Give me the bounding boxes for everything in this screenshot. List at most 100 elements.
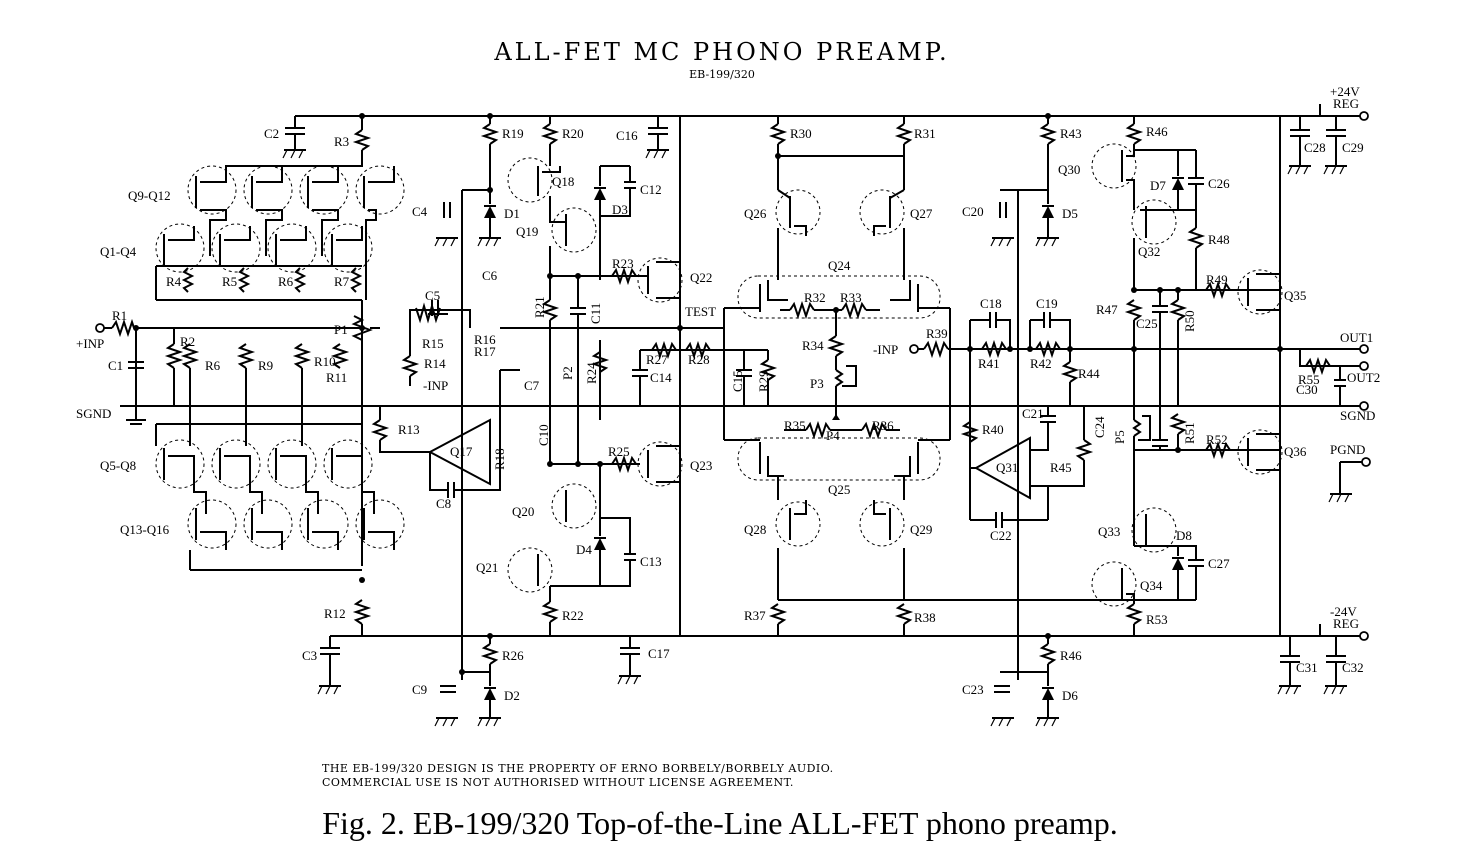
terminal-pos-supply: +24V	[1330, 84, 1360, 99]
label-c21: C21	[1022, 406, 1044, 421]
label-q5-q8: Q5-Q8	[100, 458, 136, 473]
second-stage	[724, 116, 1196, 636]
label-r37: R37	[744, 608, 766, 623]
input-jfet-array-top	[155, 150, 405, 301]
label-c31: C31	[1296, 660, 1318, 675]
label-r35: R35	[784, 418, 806, 433]
terminal-reg-pos: REG	[1333, 96, 1359, 111]
label-q20: Q20	[512, 504, 534, 519]
label-c32: C32	[1342, 660, 1364, 675]
label-r52: R51	[1182, 422, 1197, 444]
label-r42: R42	[1030, 356, 1052, 371]
label-c1: C1	[108, 358, 123, 373]
label-r47: R46	[1146, 124, 1168, 139]
label-r25: R25	[608, 444, 630, 459]
label-c28: C28	[1304, 140, 1326, 155]
label-c11: C11	[588, 303, 603, 324]
label-c8: C8	[436, 496, 451, 511]
label-q18: Q18	[552, 174, 574, 189]
label-q21: Q21	[476, 560, 498, 575]
label-c18: C18	[980, 296, 1002, 311]
signal-ground-line	[120, 344, 1371, 503]
label-r8: R6	[205, 358, 221, 373]
input-network	[95, 318, 362, 425]
figure-caption: Fig. 2. EB-199/320 Top-of-the-Line ALL-F…	[322, 805, 1118, 841]
label-r13: R13	[398, 422, 420, 437]
label-r43: R43	[1060, 126, 1082, 141]
label-r17: R17	[474, 344, 496, 359]
label-c20: C20	[962, 204, 984, 219]
label-q31: Q32	[1138, 244, 1160, 259]
label-q23: Q23	[690, 458, 712, 473]
license-notice-line-2: COMMERCIAL USE IS NOT AUTHORISED WITHOUT…	[322, 776, 794, 789]
terminal-sgnd-left: SGND	[76, 406, 111, 421]
label-r39: R39	[926, 326, 948, 341]
label-r23: R23	[612, 256, 634, 271]
label-r36: R36	[872, 418, 894, 433]
label-c30: C30	[1296, 382, 1318, 397]
label-c17: C17	[648, 646, 670, 661]
label-q13-q16: Q13-Q16	[120, 522, 170, 537]
label-r21: R21	[532, 296, 547, 318]
output-filter	[1299, 349, 1346, 406]
terminal-inv-input-a: -INP	[423, 378, 448, 393]
label-r54: R53	[1146, 612, 1168, 627]
terminal-test: TEST	[685, 304, 716, 319]
label-r10: R10	[314, 354, 336, 369]
servo-supply-pos	[434, 113, 501, 247]
schematic-subtitle: EB-199/320	[689, 68, 755, 81]
label-d1: D1	[504, 206, 520, 221]
label-d2: D2	[504, 688, 520, 703]
label-q29: Q29	[910, 522, 932, 537]
label-r12: R12	[324, 606, 346, 621]
label-r38: R38	[914, 610, 936, 625]
label-r7: R7	[334, 274, 350, 289]
bias-bottom	[317, 577, 372, 695]
label-r6-top: R6	[278, 274, 294, 289]
label-q22: Q22	[690, 270, 712, 285]
label-r32: R32	[804, 290, 826, 305]
label-c26: C26	[1208, 176, 1230, 191]
label-r26: R26	[502, 648, 524, 663]
label-r19: R19	[502, 126, 524, 141]
vas-section	[507, 116, 683, 636]
label-q19: Q19	[516, 224, 538, 239]
label-q30: Q30	[1058, 162, 1080, 177]
label-d6: D6	[1062, 688, 1078, 703]
label-r4: R4	[166, 274, 182, 289]
label-q27: Q27	[910, 206, 933, 221]
label-q9-q12: Q9-Q12	[128, 188, 171, 203]
label-q1-q4: Q1-Q4	[100, 244, 137, 259]
label-d7: D7	[1150, 178, 1166, 193]
label-c27: C27	[1208, 556, 1230, 571]
terminal-reg-neg: REG	[1333, 616, 1359, 631]
output-stage	[1091, 116, 1283, 636]
label-d4: D4	[576, 542, 592, 557]
label-r30: R30	[790, 126, 812, 141]
label-r2: R2	[180, 334, 195, 349]
label-c10: C10	[536, 424, 551, 446]
label-r50: R49	[1206, 272, 1228, 287]
terminal-out1: OUT1	[1340, 330, 1373, 345]
input-bias-network	[164, 300, 380, 566]
label-c29: C29	[1342, 140, 1364, 155]
decoupling-mid	[617, 116, 669, 685]
label-r1: R1	[112, 308, 127, 323]
terminal-input: +INP	[76, 336, 104, 351]
label-r31: R31	[914, 126, 936, 141]
label-r3: R3	[334, 134, 349, 149]
servo-opamp	[370, 190, 520, 680]
label-c15: C15	[730, 370, 745, 392]
terminal-inv-input-b: -INP	[873, 342, 898, 357]
label-p1: P1	[334, 322, 348, 337]
label-q28: Q28	[744, 522, 766, 537]
label-c14: C14	[650, 370, 672, 385]
label-c5: C5	[425, 288, 440, 303]
label-q35: Q35	[1284, 288, 1306, 303]
schematic-title: ALL-FET MC PHONO PREAMP.	[493, 38, 949, 66]
label-r34: R34	[802, 338, 824, 353]
label-c3: C3	[302, 648, 317, 663]
label-r29: R29	[756, 370, 771, 392]
label-r15: R15	[422, 336, 444, 351]
